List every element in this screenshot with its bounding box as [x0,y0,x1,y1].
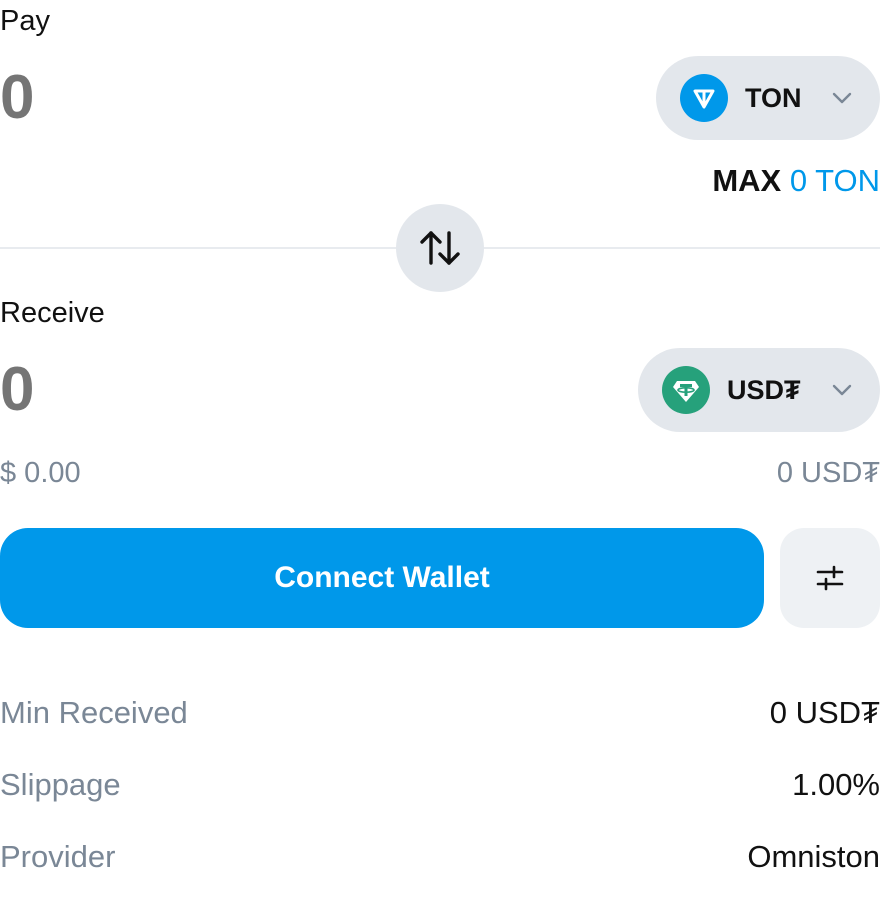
chevron-down-icon [832,92,852,104]
min-received-value: 0 USD₮ [769,695,880,730]
receive-label: Receive [0,297,105,329]
receive-token-symbol: USD₮ [727,374,801,405]
receive-balance: 0 USD₮ [776,457,880,489]
pay-label: Pay [0,5,50,37]
swap-arrows-icon [420,231,460,265]
receive-usd-value: $ 0.00 [0,457,81,489]
swap-direction-button[interactable] [396,204,484,292]
pay-token-symbol: TON [745,82,802,113]
ton-logo-icon [680,74,728,122]
receive-amount-input[interactable] [0,355,560,425]
settings-button[interactable] [780,528,880,628]
slippage-value: 1.00% [792,767,880,802]
max-label[interactable]: MAX [712,163,782,198]
pay-amount-input[interactable] [0,63,560,133]
max-value: 0 TON [789,163,880,198]
chevron-down-icon [832,384,852,396]
provider-value: Omniston [747,839,880,874]
sliders-icon [816,565,844,591]
connect-wallet-button[interactable]: Connect Wallet [0,528,764,628]
slippage-label: Slippage [0,767,121,802]
max-balance[interactable]: MAX 0 TON [712,163,880,199]
usdt-logo-icon [662,366,710,414]
receive-token-selector[interactable]: USD₮ [638,348,880,432]
pay-token-selector[interactable]: TON [656,56,880,140]
provider-label: Provider [0,839,116,874]
min-received-label: Min Received [0,695,188,730]
